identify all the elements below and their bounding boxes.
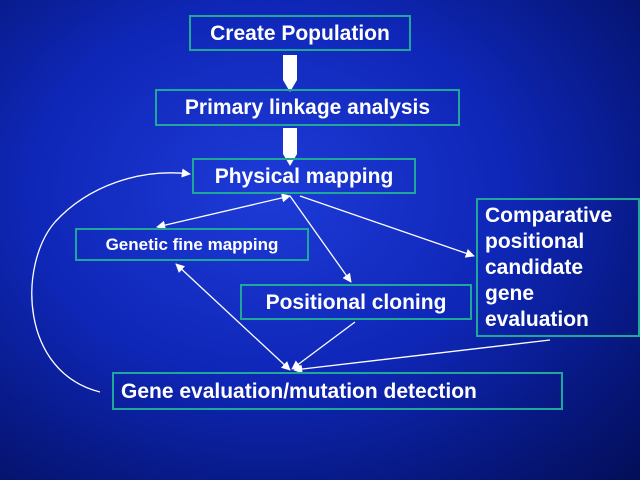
- arrow-positional-to-geneval: [291, 321, 356, 370]
- comparative-line: gene: [485, 281, 535, 305]
- comparative-line: evaluation: [485, 307, 589, 331]
- block-arrow-create-to-primary: [283, 55, 297, 92]
- arrow-physical-to-positional: [289, 195, 352, 283]
- arrow-comparative-to-geneval: [293, 339, 551, 374]
- node-create-population: Create Population: [189, 15, 411, 51]
- node-positional-cloning: Positional cloning: [240, 284, 472, 320]
- node-physical-mapping: Physical mapping: [192, 158, 416, 194]
- arrow-physical-to-comparative: [299, 195, 475, 258]
- arrow-feedback-geneval-to-physical: [31, 168, 191, 393]
- arrow-physical-to-genetic: [156, 193, 291, 230]
- node-gene-evaluation-mutation-detection: Gene evaluation/mutation detection: [112, 372, 563, 410]
- comparative-line: positional: [485, 229, 585, 253]
- comparative-line: Comparative: [485, 203, 613, 227]
- block-arrow-primary-to-physical: [283, 128, 297, 166]
- node-genetic-fine-mapping: Genetic fine mapping: [75, 228, 309, 261]
- node-comparative-candidate-gene-evaluation: Comparative positional candidate gene ev…: [476, 198, 640, 337]
- node-primary-linkage-analysis: Primary linkage analysis: [155, 89, 460, 126]
- arrow-genetic-to-geneval: [175, 263, 291, 371]
- comparative-line: candidate: [485, 255, 584, 279]
